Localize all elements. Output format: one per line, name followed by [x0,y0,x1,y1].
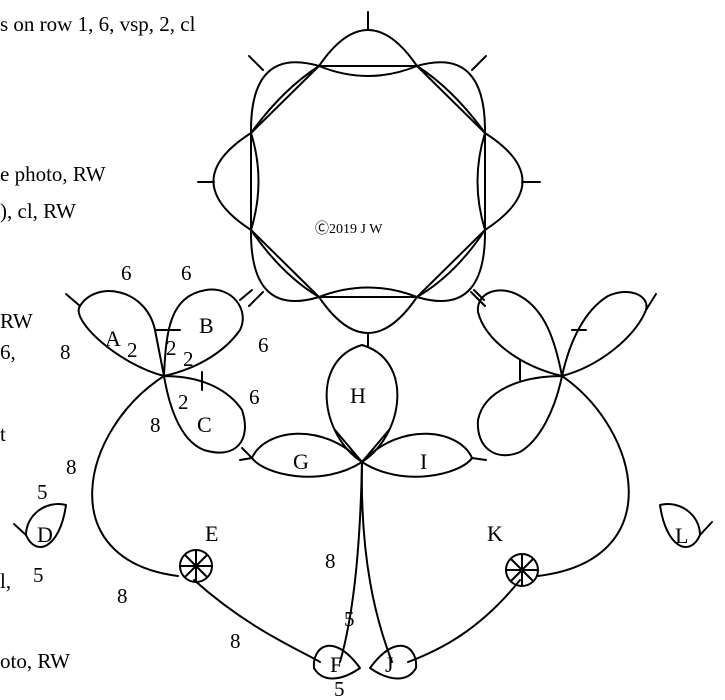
count-a-top: 6 [121,261,132,285]
left-clover [65,288,253,459]
label-j: J [385,652,394,677]
count-b-top: 6 [181,261,192,285]
ring-j [369,644,418,680]
instruction-line-4: RW [0,309,33,333]
ring-f [312,644,361,680]
label-d: D [37,522,53,547]
label-e: E [205,521,218,546]
count-c-left: 8 [150,413,161,437]
label-c: C [197,412,212,437]
ring-b [163,288,244,377]
instruction-line-8: oto, RW [0,649,71,673]
join-symbol-e [179,549,213,583]
copyright-text: Ⓒ2019 J W [315,221,383,237]
chain-right-outer [537,375,630,577]
instruction-line-7: l, [0,569,12,593]
count-b-right: 6 [258,333,269,357]
count-chain-left-upper: 8 [66,455,77,479]
ring-right-upper-left [476,289,563,377]
label-i: I [420,449,427,474]
octagon-ring-top-left [249,61,320,134]
octagon-ring-bottom [318,286,418,334]
center-cluster [239,344,487,478]
ring-right-lower [476,375,563,457]
count-c-inner: 2 [178,390,189,414]
ring-i [361,432,473,478]
label-g: G [293,449,309,474]
count-b-inner: 2 [183,347,194,371]
count-f-bottom: 5 [334,677,345,700]
count-a-inner2: 2 [166,336,177,360]
chain-center-right [360,461,393,663]
ring-c [163,375,246,454]
instruction-line-1: s on row 1, 6, vsp, 2, cl [0,12,196,36]
chain-left-lower [193,579,321,663]
label-a: A [105,326,121,351]
label-l: L [675,523,688,548]
label-b: B [199,313,214,338]
octagon-outline [250,65,486,298]
label-f: F [330,652,342,677]
count-chain-left-lower: 8 [117,584,128,608]
chain-center-left [339,461,363,663]
chain-left-outer [91,375,179,577]
join-symbol-k [505,553,539,587]
instruction-line-5: 6, [0,340,16,364]
instruction-line-2: e photo, RW [0,162,106,186]
count-d-top: 5 [37,480,48,504]
instruction-line-3: ), cl, RW [0,199,76,223]
label-k: K [487,521,503,546]
instruction-line-6: t [0,422,6,446]
octagon-ring-top [318,29,418,77]
count-f-top: 5 [344,607,355,631]
count-d-bottom: 5 [33,563,44,587]
ring-right-upper-right [561,291,648,377]
count-a-inner1: 2 [127,338,138,362]
count-chain-left-bottom: 8 [230,629,241,653]
label-h: H [350,383,366,408]
ring-h [325,344,399,463]
right-clover [473,289,657,457]
chain-right-lower [407,579,521,663]
count-chain-center: 8 [325,549,336,573]
count-c-right: 6 [249,385,260,409]
ring-a [77,290,165,377]
octagon-motif [197,11,541,348]
count-a-left: 8 [60,340,71,364]
